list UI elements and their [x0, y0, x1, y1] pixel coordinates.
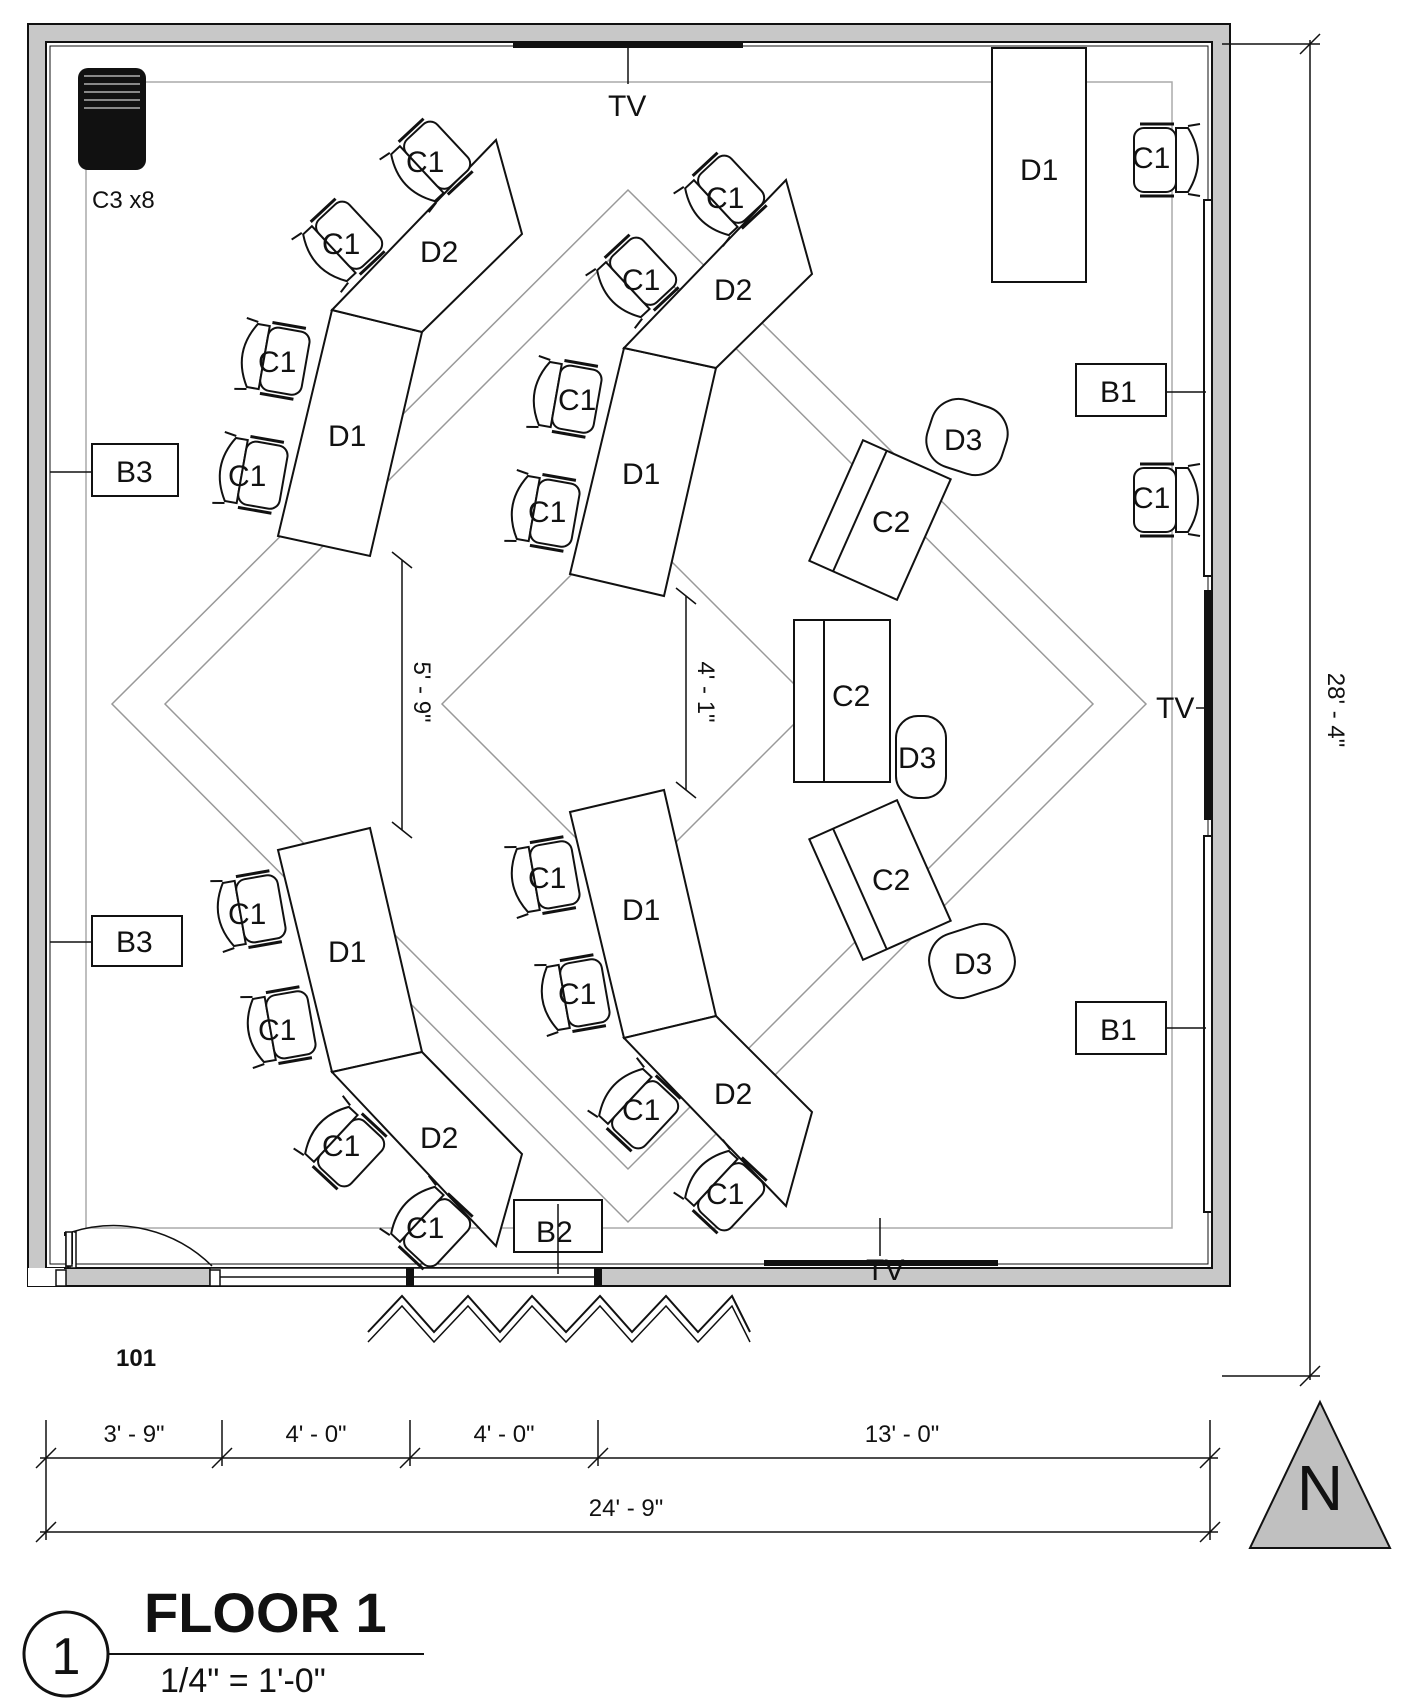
board-b1-label: B1 — [1100, 376, 1137, 409]
chair-c1-label: C1 — [406, 146, 444, 179]
boards — [50, 363, 1206, 1344]
desk-d2-label: D2 — [420, 1122, 458, 1155]
chair-c1-label: C1 — [406, 1212, 444, 1245]
board-b3-label: B3 — [116, 456, 153, 489]
view-number: 1 — [52, 1628, 81, 1686]
dim-bottom-4: 13' - 0" — [865, 1421, 939, 1448]
chair-c1-label: C1 — [322, 228, 360, 261]
board-b3-label: B3 — [116, 926, 153, 959]
north-arrow: N — [1248, 1399, 1392, 1549]
table-c2-top — [807, 438, 953, 602]
desk-d1-label: D1 — [328, 936, 366, 969]
desk-d1-label: D1 — [1020, 154, 1058, 187]
exterior-dimensions — [35, 33, 1321, 1543]
desk-d2-label: D2 — [714, 1078, 752, 1111]
stool-d3-label: D3 — [898, 742, 936, 775]
table-c2-label: C2 — [872, 506, 910, 539]
door — [28, 1224, 221, 1287]
tv-leaders — [627, 48, 1204, 1256]
table-c2-bottom — [807, 798, 953, 962]
stool-d3-label: D3 — [954, 948, 992, 981]
desk-d2-bottom-center — [622, 1014, 814, 1208]
board-b2-label: B2 — [536, 1216, 573, 1249]
title-block: 1 FLOOR 1 1/4" = 1'-0" — [22, 1581, 424, 1700]
dim-overall-width: 24' - 9" — [589, 1495, 663, 1522]
chair-c1-label: C1 — [228, 460, 266, 493]
desk-d1-label: D1 — [328, 420, 366, 453]
dim-bottom-1: 3' - 9" — [103, 1421, 164, 1448]
chair-c1-label: C1 — [622, 1094, 660, 1127]
chair-c1-label: C1 — [228, 898, 266, 931]
wall-openings — [209, 42, 1213, 1287]
table-c2-middle — [793, 619, 891, 783]
dim-gap-center: 4' - 1" — [692, 661, 719, 722]
desk-d1-top-right — [991, 47, 1087, 283]
chair-c1-label: C1 — [1132, 482, 1170, 515]
desk-d2-top-center — [622, 178, 814, 370]
stool-d3-bottom — [928, 922, 1016, 1000]
dim-gap-left: 5' - 9" — [408, 661, 435, 722]
labels: TV TV TV C3 x8 D1 D2 D1 D2 D1 D2 D1 D2 D… — [92, 90, 1349, 1522]
desk-d2-bottom-left — [330, 1050, 524, 1248]
tv-label-east: TV — [1156, 692, 1194, 725]
table-c2-label: C2 — [872, 864, 910, 897]
chair-c1-label: C1 — [258, 346, 296, 379]
drawing-title: FLOOR 1 — [144, 1581, 387, 1644]
chair-c1-label: C1 — [706, 182, 744, 215]
chair-c1-label: C1 — [622, 264, 660, 297]
desk-d2-label: D2 — [714, 274, 752, 307]
chair-c1-label: C1 — [258, 1014, 296, 1047]
desk-d1-label: D1 — [622, 894, 660, 927]
drawing-scale: 1/4" = 1'-0" — [160, 1662, 326, 1700]
chair-c1-label: C1 — [322, 1130, 360, 1163]
board-b1-label: B1 — [1100, 1014, 1137, 1047]
chair-c1-label: C1 — [528, 862, 566, 895]
stool-d3-middle — [895, 715, 947, 799]
chair-c1-label: C1 — [1132, 142, 1170, 175]
stack-c3-label: C3 x8 — [92, 187, 155, 214]
dim-overall-height: 28' - 4" — [1322, 673, 1349, 747]
desk-d2-top-left — [330, 138, 524, 334]
stool-d3-label: D3 — [944, 424, 982, 457]
desk-d2-label: D2 — [420, 236, 458, 269]
desk-d1-label: D1 — [622, 458, 660, 491]
gap-dimensions — [391, 551, 697, 839]
tv-label-north: TV — [608, 90, 646, 123]
chair-c1-label: C1 — [706, 1178, 744, 1211]
tv-label-south: TV — [866, 1254, 904, 1287]
chair-c1-label: C1 — [558, 384, 596, 417]
chair-c1-label: C1 — [528, 496, 566, 529]
room-number: 101 — [116, 1345, 156, 1372]
folding-screen-b2 — [367, 1294, 751, 1334]
chair-c1-label: C1 — [558, 978, 596, 1011]
dim-bottom-2: 4' - 0" — [285, 1421, 346, 1448]
stool-d3-top — [925, 397, 1009, 477]
table-c2-label: C2 — [832, 680, 870, 713]
north-label: N — [1297, 1452, 1343, 1524]
dim-bottom-3: 4' - 0" — [473, 1421, 534, 1448]
stacked-chairs-c3 — [78, 68, 146, 170]
